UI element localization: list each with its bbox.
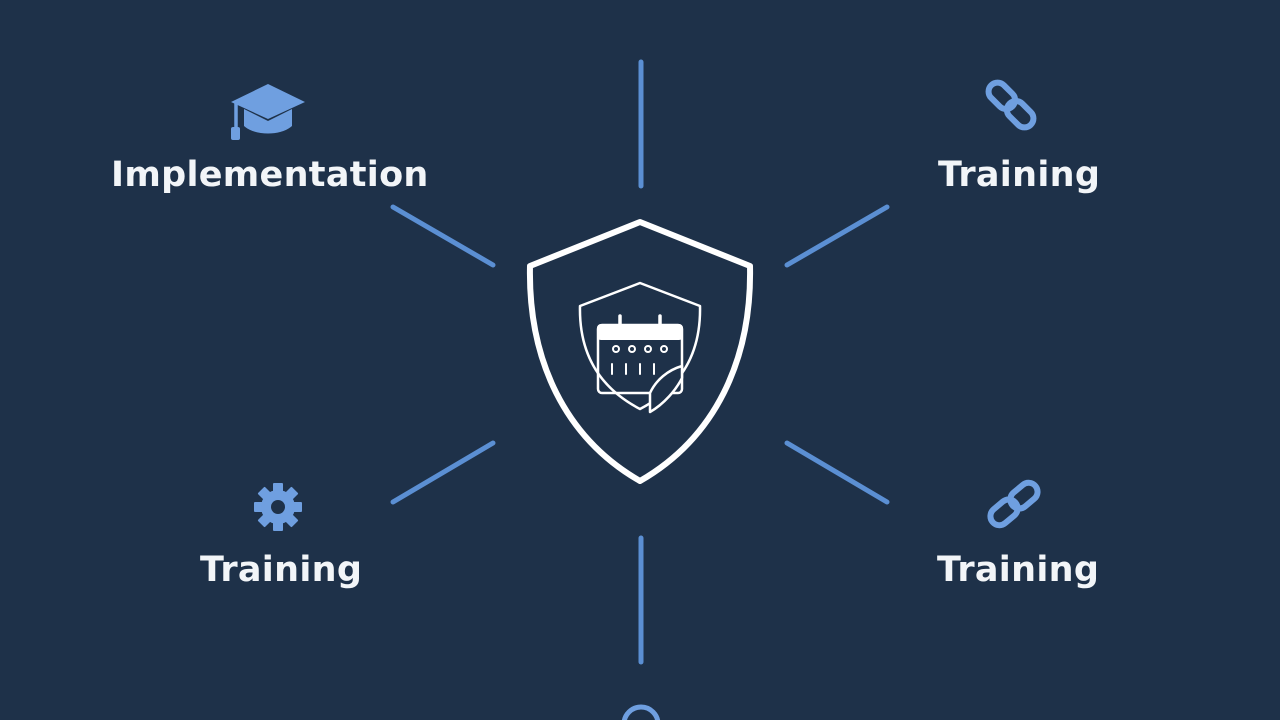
node-label-training-bottom-right: Training [937,550,1100,590]
spoke-top-left [390,204,496,268]
spoke-top-right [784,204,890,268]
node-label-training-top-right: Training [938,155,1101,195]
shield-inner [578,281,702,411]
graduation-cap-icon [231,84,305,140]
chain-link-icon [987,479,1041,529]
gear-icon [254,483,302,531]
spoke-bottom-right [784,440,890,505]
node-label-training-bottom-left: Training [200,550,363,590]
chain-link-icon [985,79,1037,131]
calendar-icon [596,314,684,414]
node-label-implementation: Implementation [111,155,429,195]
circle-icon [621,704,661,720]
shield-outer [526,219,754,484]
spoke-bottom-left [390,440,496,505]
shield-calendar-icon [526,219,754,484]
